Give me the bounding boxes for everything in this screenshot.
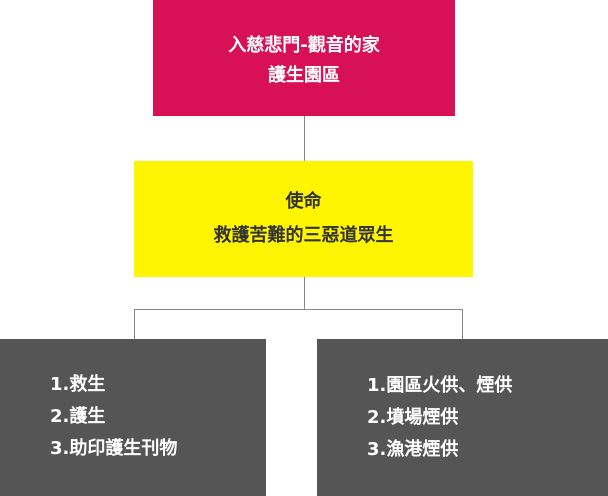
top-node: 入慈悲門-觀音的家 護生園區 (153, 0, 455, 116)
connector (134, 309, 135, 339)
list-item: 3.漁港煙供 (367, 439, 459, 460)
list-item: 2.墳場煙供 (367, 407, 459, 428)
mission-text: 救護苦難的三惡道眾生 (213, 225, 394, 246)
list-item: 3.助印護生刊物 (50, 438, 178, 459)
mission-node: 使命 救護苦難的三惡道眾生 (134, 161, 473, 277)
top-node-line: 入慈悲門-觀音的家 (228, 35, 380, 56)
connector (304, 277, 305, 309)
right-node: 1.園區火供、煙供 2.墳場煙供 3.漁港煙供 (317, 339, 608, 496)
connector (134, 309, 463, 310)
list-item: 1.園區火供、煙供 (367, 375, 513, 396)
mission-title: 使命 (285, 191, 322, 212)
list-item: 2.護生 (50, 406, 106, 427)
left-node: 1.救生 2.護生 3.助印護生刊物 (0, 339, 266, 496)
list-item: 1.救生 (50, 374, 106, 395)
connector (462, 309, 463, 339)
top-node-line: 護生園區 (268, 65, 340, 86)
connector (304, 116, 305, 161)
